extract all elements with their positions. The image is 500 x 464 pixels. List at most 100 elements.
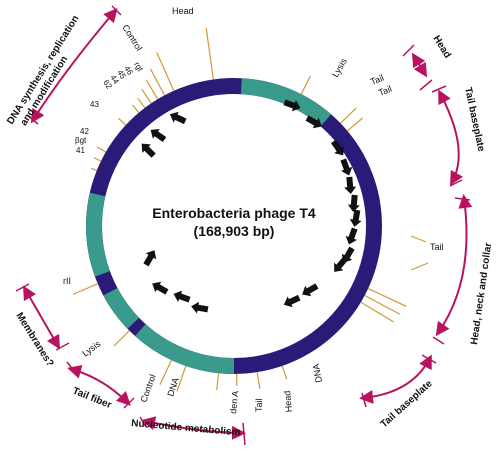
- gene-arrow-18: [191, 301, 209, 314]
- gene-arrow-shape-18: [191, 301, 209, 314]
- region-label-tail-fiber: Tail fiber: [71, 386, 113, 412]
- region-boundary-7-1: [139, 416, 147, 428]
- gene-tick-4: [141, 88, 152, 104]
- gene-label-tail-bottom: Tail: [254, 398, 264, 412]
- ring-segment-lower-left: [103, 287, 140, 329]
- gene-arrow-5: [330, 139, 345, 156]
- gene-arrow-3: [283, 99, 301, 112]
- gene-arrow-shape-5: [330, 139, 345, 156]
- gene-arrow-shape-8: [347, 194, 360, 212]
- gene-arrow-4: [305, 115, 322, 129]
- region-label-dna-synthesis: DNA synthesis, replication and modificat…: [5, 11, 93, 133]
- gene-label-tail-1: Tail: [369, 73, 385, 87]
- gene-label-control-bottom: Control: [138, 373, 157, 404]
- gene-arrow-shape-0: [169, 111, 187, 125]
- gene-arrow-shape-4: [305, 115, 322, 129]
- genome-size: (168,903 bp): [194, 223, 275, 239]
- gene-arrow-1: [150, 128, 167, 143]
- gene-label-head-bottom: Head: [282, 390, 294, 412]
- gene-tick-20: [176, 365, 187, 392]
- gene-tick-10: [90, 167, 98, 172]
- region-label-dna-synthesis-line1: DNA synthesis, replication: [5, 14, 81, 127]
- region-boundary-5-0: [15, 283, 30, 292]
- ring-segment-left: [86, 192, 111, 277]
- gene-arrow-shape-13: [302, 283, 319, 297]
- gene-tick-17: [72, 283, 98, 295]
- gene-arrow-12: [334, 256, 348, 272]
- region-arrow-5: [22, 285, 61, 350]
- gene-arrow-2: [141, 143, 156, 158]
- gene-arrow-shape-3: [283, 99, 301, 112]
- gene-tick-cap-1: [410, 262, 429, 271]
- gene-arrow-shape-16: [152, 281, 169, 295]
- gene-tick-2: [149, 68, 166, 96]
- gene-arrow-17: [173, 290, 191, 303]
- region-label-head: Head: [430, 34, 452, 61]
- functional-region-arrows: [15, 5, 473, 446]
- gene-arrow-shape-7: [344, 176, 357, 194]
- region-boundary-5-1: [55, 342, 70, 351]
- gene-tick-11: [300, 76, 311, 95]
- gene-arrow-shape-10: [345, 227, 358, 245]
- gene-label-rII: rII: [63, 276, 71, 286]
- gene-label-bgt: βgt: [75, 136, 87, 145]
- region-label-membranes: Membranes?: [13, 311, 55, 369]
- gene-arrow-6: [340, 158, 353, 176]
- region-boundary-1-1: [419, 79, 433, 91]
- gene-arrow-shape-9: [349, 209, 362, 227]
- region-boundary-2-0: [431, 85, 447, 93]
- region-arrow-4: [359, 354, 432, 404]
- region-label-tail-baseplate-bottom: Tail baseplate: [379, 378, 435, 430]
- gene-label-denA: den A: [228, 390, 240, 414]
- gene-tick-8: [96, 146, 107, 153]
- gene-tick-14: [367, 288, 407, 307]
- gene-label-dna-bottom-right: DNA: [311, 363, 324, 383]
- region-boundary-3-1: [432, 336, 445, 345]
- gene-position-lines: [72, 27, 429, 392]
- region-boundary-6-1: [123, 397, 135, 409]
- region-boundary-2-1: [449, 179, 463, 187]
- gene-tick-12: [340, 107, 357, 124]
- gene-arrow-13: [302, 283, 319, 297]
- gene-tick-21: [216, 373, 220, 391]
- region-boundary-3-0: [454, 197, 471, 201]
- region-label-tail-baseplate-right: Tail baseplate: [462, 86, 486, 153]
- region-arrow-1: [411, 52, 428, 78]
- region-boundary-0-1: [26, 114, 39, 125]
- gene-tick-13: [346, 117, 364, 132]
- gene-label-43: 43: [90, 100, 99, 109]
- gene-arrow-shape-2: [141, 143, 156, 158]
- gene-label-control-top: Control: [120, 23, 144, 53]
- gene-tick-15: [364, 294, 401, 315]
- gene-arrow-7: [344, 176, 357, 194]
- gene-tick-19: [159, 359, 172, 385]
- ring-segment-bottom: [134, 323, 235, 374]
- gene-label-head-top: Head: [172, 6, 194, 16]
- region-arrow-2: [438, 89, 463, 186]
- gene-label-lysis-bottom: Lysis: [80, 338, 103, 358]
- gene-tick-24: [281, 365, 288, 380]
- gene-tick-23: [256, 372, 261, 390]
- gene-tick-3: [145, 79, 159, 100]
- region-boundary-4-0: [421, 354, 437, 364]
- gene-tick-0: [205, 27, 214, 80]
- region-arrow-6: [67, 364, 131, 406]
- gene-arrow-shape-6: [340, 158, 353, 176]
- region-boundary-0-0: [111, 5, 122, 16]
- gene-arrow-11: [341, 246, 355, 263]
- gene-arrow-9: [349, 209, 362, 227]
- gene-arrow-10: [345, 227, 358, 245]
- gene-arrow-16: [152, 281, 169, 295]
- gene-tick-7: [118, 117, 127, 126]
- gene-label-42: 42: [80, 127, 89, 136]
- gene-arrow-shape-11: [341, 246, 355, 263]
- genome-title: Enterobacteria phage T4: [152, 205, 316, 221]
- region-boundary-1-0: [402, 44, 415, 57]
- gene-direction-arrows: [141, 99, 362, 314]
- region-arrow-0: [30, 7, 118, 124]
- gene-tick-5: [137, 97, 146, 109]
- region-label-head-neck-collar: Head, neck and collar: [469, 242, 494, 345]
- gene-arrow-14: [283, 294, 301, 308]
- region-label-nucleotide-metabolism: Nucleotide metabolism: [131, 418, 241, 439]
